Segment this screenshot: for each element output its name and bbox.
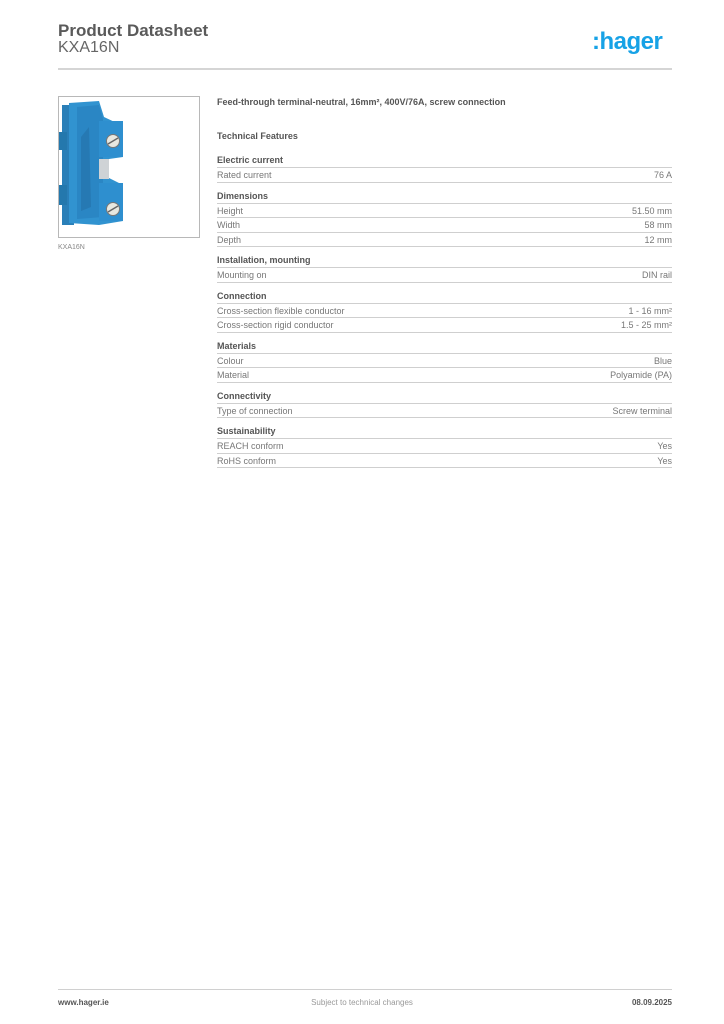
footer-divider — [58, 989, 672, 990]
header-divider — [58, 68, 672, 70]
spec-label: Height — [217, 205, 244, 216]
section-sustainability: Sustainability REACH conform Yes RoHS co… — [217, 425, 672, 468]
spec-value: 1.5 - 25 mm² — [620, 320, 672, 330]
technical-features-title: Technical Features — [217, 131, 298, 141]
spec-value: 51.50 mm — [631, 205, 672, 216]
hager-logo: :hager — [592, 28, 663, 55]
section-installation-mounting: Installation, mounting Mounting on DIN r… — [217, 254, 672, 283]
spec-label: Colour — [217, 355, 244, 366]
spec-row: Type of connection Screw terminal — [217, 404, 672, 418]
spec-value: Screw terminal — [612, 405, 672, 416]
spec-row: RoHS conform Yes — [217, 454, 672, 468]
spec-value: 1 - 16 mm² — [628, 305, 672, 316]
spec-row: Mounting on DIN rail — [217, 268, 672, 283]
spec-row: REACH conform Yes — [217, 439, 672, 454]
spec-row: Cross-section rigid conductor 1.5 - 25 m… — [217, 318, 672, 333]
spec-value: Yes — [657, 455, 672, 466]
footer-date: 08.09.2025 — [631, 998, 672, 1007]
spec-label: Mounting on — [217, 270, 267, 280]
spec-value: Yes — [657, 441, 672, 451]
section-connection: Connection Cross-section flexible conduc… — [217, 290, 672, 333]
terminal-block-illustration — [59, 101, 123, 225]
spec-row: Width 58 mm — [217, 218, 672, 233]
spec-value: 12 mm — [644, 234, 672, 245]
spec-label: Material — [217, 370, 250, 380]
section-heading: Sustainability — [217, 425, 672, 439]
section-materials: Materials Colour Blue Material Polyamide… — [217, 340, 672, 383]
section-heading: Materials — [217, 340, 672, 354]
section-dimensions: Dimensions Height 51.50 mm Width 58 mm D… — [217, 190, 672, 247]
spec-value: 76 A — [653, 170, 672, 180]
section-heading: Installation, mounting — [217, 254, 672, 268]
page-title: Product Datasheet — [58, 21, 209, 40]
footer-website-link[interactable]: www.hager.ie — [58, 998, 109, 1007]
product-description: Feed-through terminal-neutral, 16mm², 40… — [217, 97, 506, 107]
section-heading: Electric current — [217, 154, 672, 168]
spec-value: Blue — [653, 355, 672, 366]
footer-note: Subject to technical changes — [311, 998, 413, 1007]
section-connectivity: Connectivity Type of connection Screw te… — [217, 390, 672, 418]
spec-row: Rated current 76 A — [217, 168, 672, 183]
spec-row: Depth 12 mm — [217, 233, 672, 247]
spec-label: Depth — [217, 234, 242, 245]
spec-label: Cross-section rigid conductor — [217, 320, 334, 330]
datasheet-content: Feed-through terminal-neutral, 16mm², 40… — [217, 96, 672, 475]
spec-label: Rated current — [217, 170, 272, 180]
spec-row: Cross-section flexible conductor 1 - 16 … — [217, 304, 672, 318]
section-heading: Connectivity — [217, 390, 672, 404]
spec-label: Width — [217, 220, 241, 230]
spec-row: Colour Blue — [217, 354, 672, 368]
spec-label: REACH conform — [217, 441, 284, 451]
spec-row: Height 51.50 mm — [217, 204, 672, 218]
spec-value: DIN rail — [641, 270, 672, 280]
spec-value: 58 mm — [644, 220, 672, 230]
spec-label: Cross-section flexible conductor — [217, 305, 345, 316]
product-image — [58, 96, 200, 238]
product-code-subtitle: KXA16N — [58, 39, 120, 56]
image-caption: KXA16N — [58, 244, 85, 251]
spec-value: Polyamide (PA) — [610, 370, 672, 380]
spec-row: Material Polyamide (PA) — [217, 368, 672, 383]
spec-label: RoHS conform — [217, 455, 277, 466]
section-electric-current: Electric current Rated current 76 A — [217, 154, 672, 183]
spec-label: Type of connection — [217, 405, 293, 416]
section-heading: Connection — [217, 290, 672, 304]
section-heading: Dimensions — [217, 190, 672, 204]
